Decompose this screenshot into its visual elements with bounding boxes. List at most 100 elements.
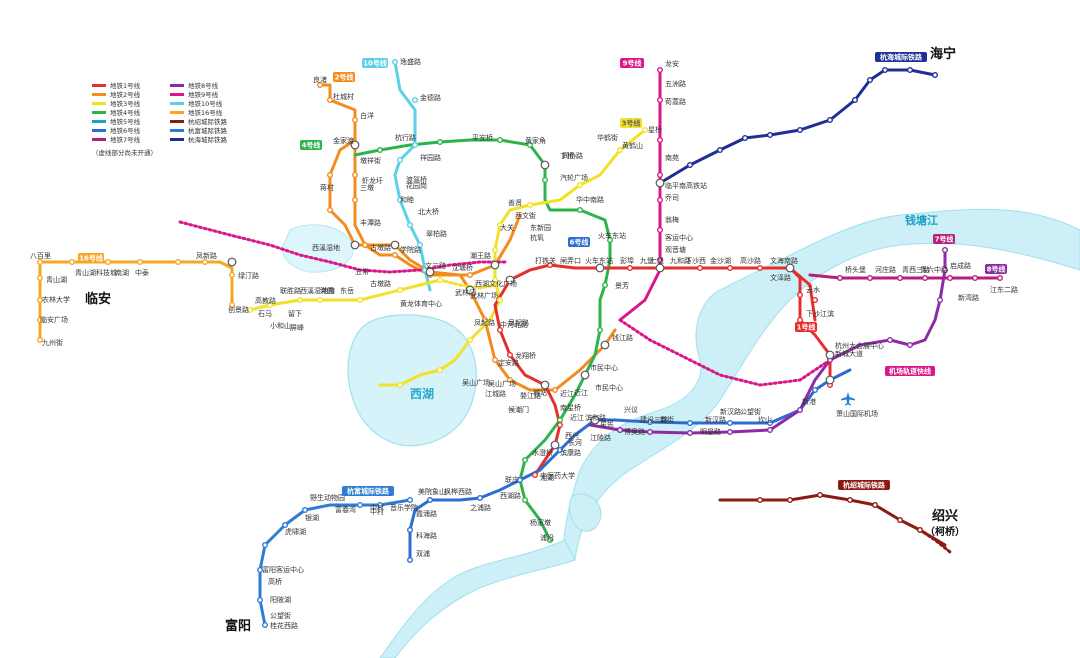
qiantang-upstream [379, 539, 576, 658]
transfer-station-icon [390, 240, 400, 250]
station-label: 三墩 [360, 183, 374, 192]
badge-line1: 1号线 [795, 322, 817, 332]
station-dot [557, 447, 564, 454]
station-label: 翠柏路 [426, 229, 447, 238]
station-label: 西湖路 [500, 491, 521, 500]
station-label: 江东二路 [990, 285, 1018, 294]
station-label: 逸盛路 [400, 57, 421, 66]
station-label: 建设三路 [640, 415, 668, 424]
station-dot [297, 297, 304, 304]
station-label: 科海路 [416, 531, 437, 540]
station-dot [417, 241, 424, 248]
station-dot [352, 171, 359, 178]
station-label: 屏峰 [290, 323, 304, 332]
station-dot [317, 81, 324, 88]
station-dot [397, 156, 404, 163]
station-dot [317, 297, 324, 304]
station-label: 墩祥街 [360, 156, 381, 165]
legend-label: 地铁1号线 [110, 81, 141, 90]
city-labels: 临安 海宁 富阳 绍兴 （柯桥） [85, 46, 965, 634]
station-dot [482, 317, 489, 324]
transfer-station-icon [580, 370, 590, 380]
station-dot [507, 352, 514, 359]
station-label: 东岳 [340, 286, 354, 295]
station-label: 公望街 [270, 611, 291, 620]
station-dot [657, 66, 664, 73]
badge-hangfu: 杭富城际铁路 [342, 486, 394, 496]
station-label: 洪园 [320, 286, 334, 295]
station-dot [797, 292, 804, 299]
station-dot [577, 181, 584, 188]
station-label: 新港 [802, 397, 816, 406]
station-label: 客运中心 [665, 233, 693, 242]
badge-hanghai: 杭海城际铁路 [875, 52, 927, 62]
station-label: 滨和路 [585, 413, 606, 422]
station-label: 中河北路 [500, 320, 528, 329]
station-label: 凤起路 [508, 318, 529, 327]
station-dot [657, 226, 664, 233]
planned-line-1 [618, 318, 832, 387]
legend-label: 地铁4号线 [110, 108, 141, 117]
station-dot [357, 297, 364, 304]
station-dot [262, 542, 269, 549]
station-label: 杭行路 [395, 133, 416, 142]
station-label: 新城大道 [835, 349, 863, 358]
station-dot [687, 161, 694, 168]
station-label: 兴议 [624, 405, 638, 414]
station-dot [697, 265, 704, 272]
line-l1 [493, 263, 817, 477]
legend-swatch [92, 84, 106, 87]
station-dot [246, 307, 253, 314]
station-dot [392, 59, 399, 66]
planned-line-3 [918, 528, 952, 554]
station-label: 中村 [370, 503, 384, 512]
station-label: 云水 [806, 285, 820, 294]
station-label: 星桥 [648, 125, 662, 134]
station-dot [852, 96, 859, 103]
station-dot [887, 337, 894, 344]
station-dot [497, 327, 504, 334]
station-dot [267, 302, 274, 309]
station-dot [617, 146, 624, 153]
station-dot [907, 66, 914, 73]
station-dot [327, 206, 334, 213]
city-keqiao: （柯桥） [925, 525, 965, 538]
station-dot [602, 282, 609, 289]
station-label: 荀蒿路 [665, 97, 686, 106]
station-dot [942, 246, 949, 253]
station-label: 新街 [660, 415, 674, 424]
svg-text:杭海城际铁路: 杭海城际铁路 [880, 53, 923, 62]
transfer-station-icon [465, 285, 475, 295]
station-label: 同协路 [562, 151, 583, 160]
station-label: 城站 [533, 388, 547, 397]
station-label: 湘湖 [540, 473, 554, 482]
station-dot [827, 116, 834, 123]
station-dot [757, 497, 764, 504]
station-label: 沈塘桥 [452, 263, 473, 272]
station-dot [797, 317, 804, 324]
legend-swatch [170, 111, 184, 114]
station-dot [657, 171, 664, 178]
station-label: 南湖 [115, 268, 129, 277]
line-l4 [353, 138, 612, 542]
station-dot [557, 417, 564, 424]
station-label: 七堡 [650, 256, 664, 265]
station-label: 景芳 [615, 281, 629, 290]
line-l6 [408, 368, 852, 562]
legend-swatch [92, 120, 106, 123]
station-dot [37, 275, 44, 282]
station-label: 火车东站 [585, 256, 613, 265]
station-label: 星民 [600, 420, 614, 428]
station-dot [647, 429, 654, 436]
line-l9 [618, 68, 662, 322]
station-label: 江陵路 [590, 433, 611, 442]
station-label: 青山湖科技城 [75, 268, 117, 277]
badge-line10: 10号线 [362, 58, 388, 68]
line-badges: 16号线 2号线 10号线 4号线 3号线 9号线 6号线 7号线 8号线 1号… [78, 52, 1007, 496]
transfer-station-icon [785, 263, 795, 273]
station-dot [68, 259, 75, 266]
station-dot [797, 407, 804, 414]
line-hh [658, 68, 937, 185]
station-dot [37, 337, 44, 344]
station-label: 虎啸湖 [285, 527, 306, 536]
